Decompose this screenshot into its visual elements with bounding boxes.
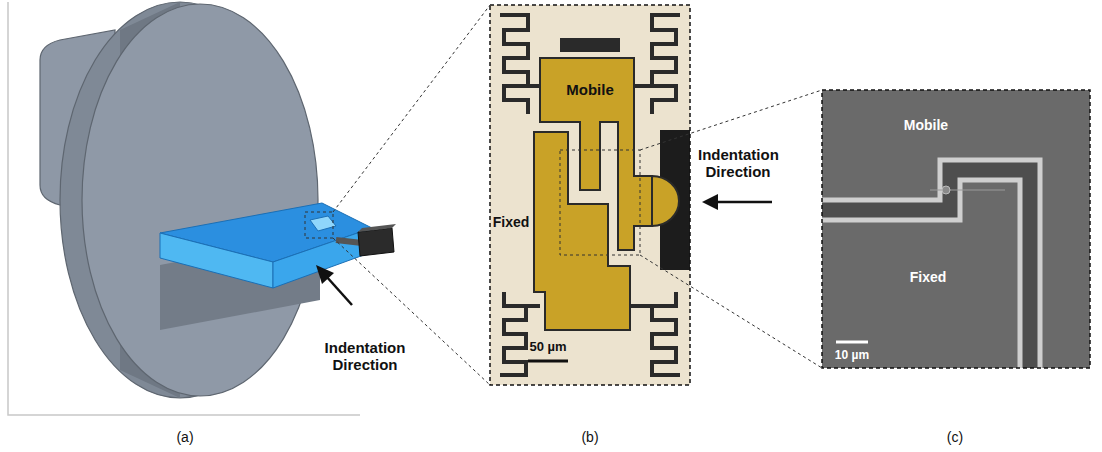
part-label: Fixed — [910, 269, 947, 285]
scale-label: 10 µm — [835, 349, 869, 363]
sem-image — [822, 90, 1090, 368]
scale-label: 50 µm — [529, 340, 566, 355]
holder-illustration — [40, 2, 320, 398]
direction-arrow — [316, 265, 352, 305]
direction-label: Indentation Direction — [315, 339, 415, 374]
part-label: Mobile — [566, 81, 614, 98]
part-label: Mobile — [904, 117, 948, 133]
zoom-lines — [305, 5, 490, 385]
part-label: Fixed — [493, 214, 530, 230]
micrograph — [490, 5, 690, 385]
panel-label: (c) — [947, 429, 963, 445]
indenter-tip — [336, 224, 396, 256]
panel-label: (a) — [176, 429, 193, 445]
zoom-lines — [640, 90, 822, 368]
sample-plate — [160, 203, 372, 288]
panel-label: (b) — [581, 429, 598, 445]
direction-label: Indentation Direction — [698, 146, 778, 181]
direction-arrow — [702, 194, 772, 210]
